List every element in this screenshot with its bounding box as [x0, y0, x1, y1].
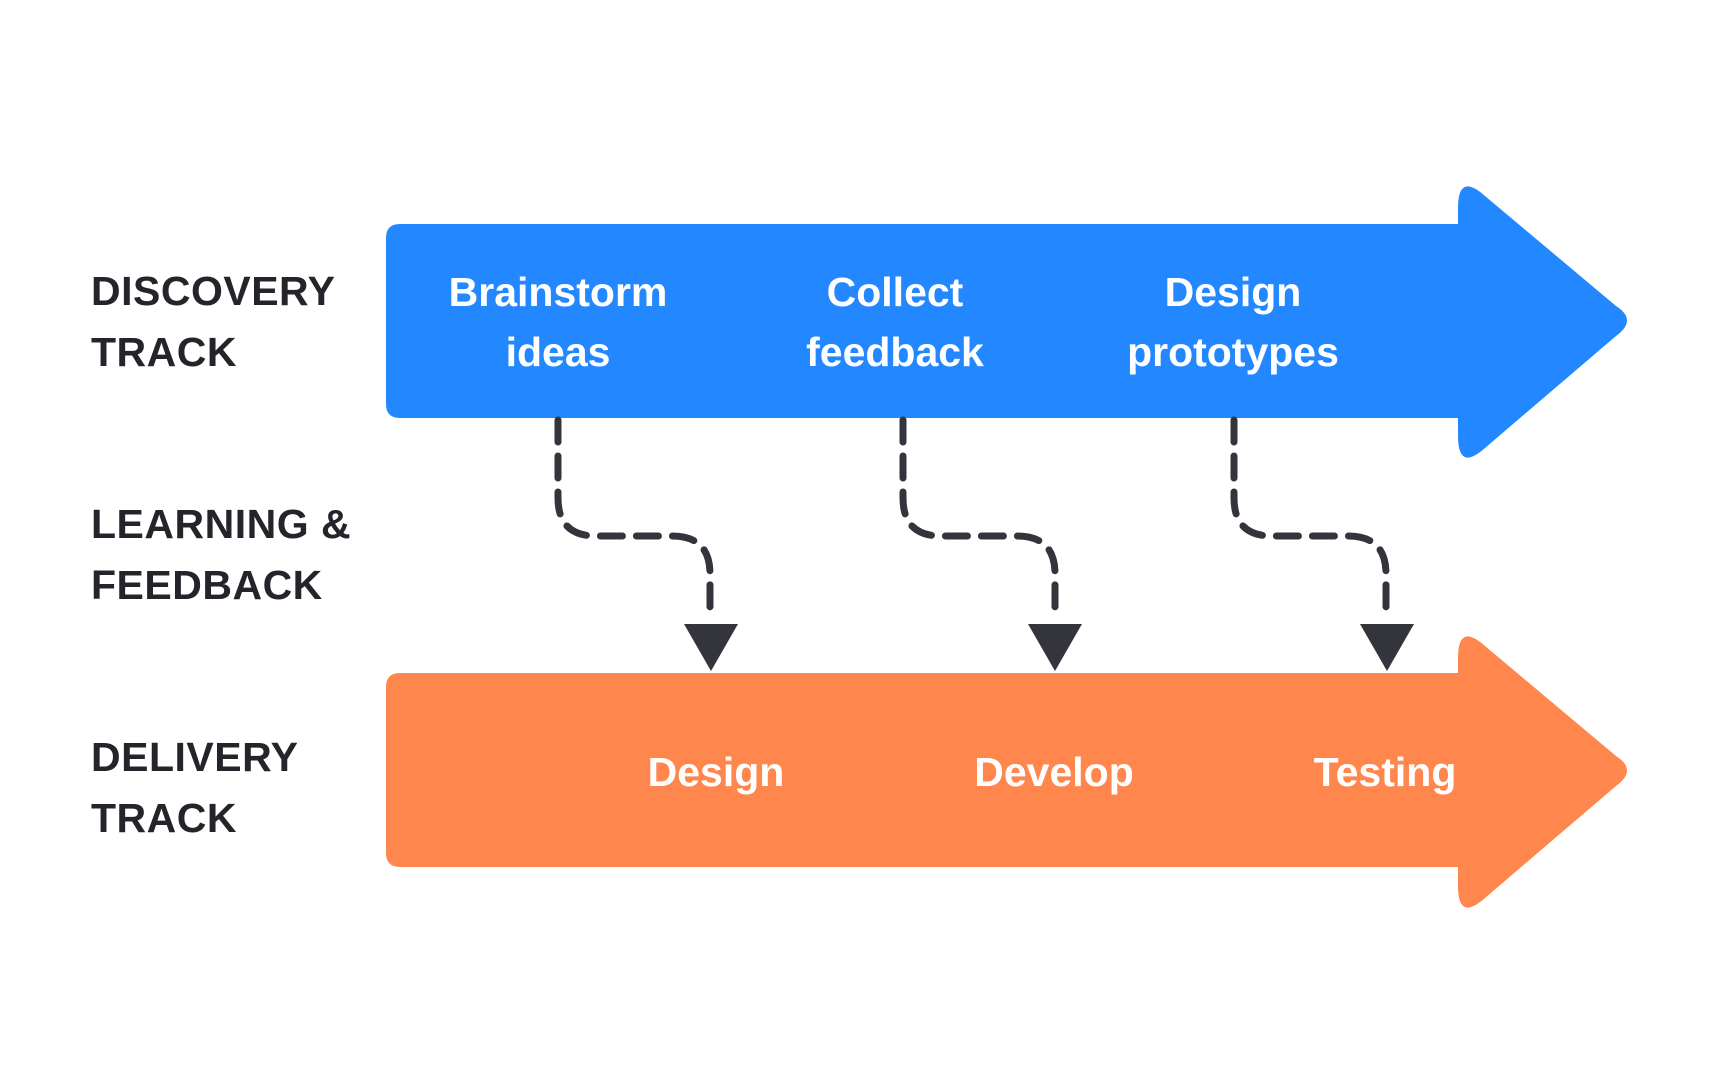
discovery-track-label-line1: DISCOVERY [91, 268, 335, 314]
discovery-step-prototypes-line1: Design [1165, 269, 1302, 315]
learning-feedback-label-line2: FEEDBACK [91, 562, 323, 608]
delivery-track-label-line2: TRACK [91, 795, 237, 841]
discovery-step-prototypes-line2: prototypes [1127, 329, 1339, 375]
delivery-step-develop: Develop [974, 749, 1134, 795]
learning-feedback-label-line1: LEARNING & [91, 501, 351, 547]
arrowhead-down-icon [684, 624, 738, 671]
discovery-track-label-line2: TRACK [91, 329, 237, 375]
feedback-connector-2 [899, 416, 1059, 614]
delivery-step-design: Design [648, 749, 785, 795]
feedback-connector-1 [554, 416, 714, 614]
discovery-step-brainstorm-line2: ideas [506, 329, 611, 375]
feedback-connector-3 [1230, 416, 1390, 614]
delivery-track-arrow [386, 636, 1627, 908]
discovery-step-brainstorm-line1: Brainstorm [449, 269, 668, 315]
discovery-step-collect-line2: feedback [806, 329, 984, 375]
arrowhead-down-icon [1028, 624, 1082, 671]
arrowhead-down-icon [1360, 624, 1414, 671]
discovery-step-collect-line1: Collect [827, 269, 964, 315]
delivery-track-label-line1: DELIVERY [91, 734, 299, 780]
delivery-step-testing: Testing [1314, 749, 1457, 795]
discovery-track-arrow [386, 186, 1627, 458]
